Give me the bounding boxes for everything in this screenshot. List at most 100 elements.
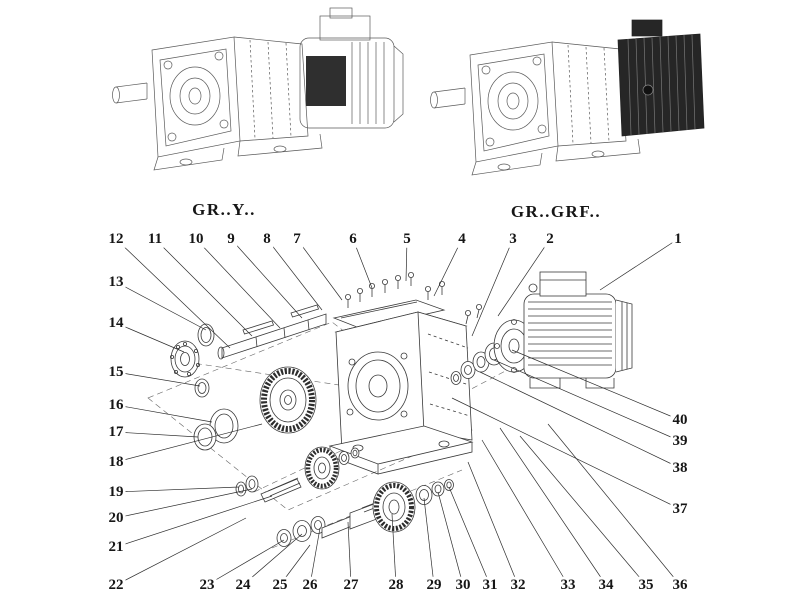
callout-30: 30	[453, 576, 473, 594]
motor	[299, 7, 404, 129]
leader-line-13	[115, 281, 207, 331]
leader-line-22	[115, 517, 247, 586]
callout-11: 11	[145, 230, 165, 248]
cover-screws	[344, 271, 482, 325]
leader-line-30	[437, 491, 464, 586]
callout-22: 22	[106, 576, 126, 594]
leader-line-35	[519, 435, 647, 586]
gearmotor-drawing-gr-y	[112, 7, 404, 171]
second-stage-pinion	[235, 446, 360, 503]
callout-37: 37	[670, 500, 690, 518]
callout-1: 1	[672, 230, 684, 248]
callout-12: 12	[106, 230, 126, 248]
callout-39: 39	[670, 432, 690, 450]
leader-line-9	[230, 238, 303, 319]
leader-line-37	[451, 397, 681, 510]
base-feet	[471, 138, 641, 176]
callout-27: 27	[341, 576, 361, 594]
leader-line-21	[115, 495, 273, 548]
output-shaft	[112, 82, 148, 104]
callout-38: 38	[670, 459, 690, 477]
callout-6: 6	[347, 230, 359, 248]
callout-36: 36	[670, 576, 690, 594]
base-feet	[153, 133, 323, 171]
variant-label-gr-y: GR..Y..	[192, 200, 256, 219]
variant-label-gr-grf: GR..GRF..	[510, 202, 602, 221]
callout-17: 17	[106, 423, 126, 441]
fin-block	[617, 19, 705, 137]
leader-line-36	[547, 423, 681, 586]
callout-24: 24	[233, 576, 253, 594]
leader-line-19	[115, 486, 240, 493]
input-shaft-assembly	[217, 304, 327, 360]
leader-line-26	[309, 527, 321, 586]
callout-33: 33	[558, 576, 578, 594]
housing-body	[233, 36, 309, 142]
callout-28: 28	[386, 576, 406, 594]
leader-line-27	[347, 521, 352, 586]
callout-14: 14	[106, 314, 126, 332]
callout-40: 40	[670, 411, 690, 429]
callout-19: 19	[106, 483, 126, 501]
callout-15: 15	[106, 363, 126, 381]
leader-line-14	[115, 322, 185, 353]
front-flange	[151, 36, 241, 158]
callout-3: 3	[507, 230, 519, 248]
callout-2: 2	[544, 230, 556, 248]
leader-line-24	[242, 533, 303, 586]
callout-35: 35	[636, 576, 656, 594]
leader-line-17	[115, 431, 199, 438]
callout-21: 21	[106, 538, 126, 556]
callout-29: 29	[424, 576, 444, 594]
callout-34: 34	[596, 576, 616, 594]
callout-25: 25	[270, 576, 290, 594]
leader-line-12	[115, 238, 231, 349]
leader-line-34	[499, 427, 607, 586]
seal-and-bearings	[169, 323, 215, 398]
callout-9: 9	[225, 230, 237, 248]
leader-line-16	[115, 404, 213, 423]
leader-line-7	[296, 238, 343, 301]
callout-13: 13	[106, 273, 126, 291]
callout-20: 20	[106, 509, 126, 527]
callout-8: 8	[261, 230, 273, 248]
leader-line-31	[448, 486, 491, 586]
front-flange	[469, 41, 559, 163]
callout-26: 26	[300, 576, 320, 594]
leader-line-18	[115, 423, 263, 463]
leader-line-33	[481, 439, 569, 586]
callout-18: 18	[106, 453, 126, 471]
leader-line-39	[493, 359, 681, 442]
leader-line-11	[154, 238, 253, 337]
output-shaft-assembly	[276, 479, 454, 547]
callout-23: 23	[197, 576, 217, 594]
housing-body	[551, 41, 627, 147]
leader-line-8	[266, 238, 323, 311]
callout-31: 31	[480, 576, 500, 594]
callout-7: 7	[291, 230, 303, 248]
leader-line-20	[115, 488, 253, 519]
leader-line-23	[206, 539, 285, 586]
motor-assembly	[493, 271, 633, 389]
leader-line-38	[479, 371, 681, 469]
leader-line-32	[467, 461, 519, 586]
callout-10: 10	[186, 230, 206, 248]
leader-line-15	[115, 371, 201, 387]
callout-32: 32	[508, 576, 528, 594]
leader-line-29	[423, 497, 435, 586]
leader-line-3	[471, 238, 514, 337]
cover-plate	[332, 299, 446, 330]
callout-4: 4	[456, 230, 468, 248]
leader-line-40	[511, 349, 681, 421]
leader-line-28	[391, 513, 397, 586]
leader-line-10	[195, 238, 281, 329]
first-stage-gear	[259, 366, 317, 434]
leader-line-4	[433, 238, 463, 297]
exploded-view	[147, 271, 633, 549]
gearmotor-drawing-gr-grf	[430, 19, 705, 176]
intermediate-bearings	[193, 408, 239, 451]
leader-line-1	[599, 238, 679, 291]
callout-16: 16	[106, 396, 126, 414]
